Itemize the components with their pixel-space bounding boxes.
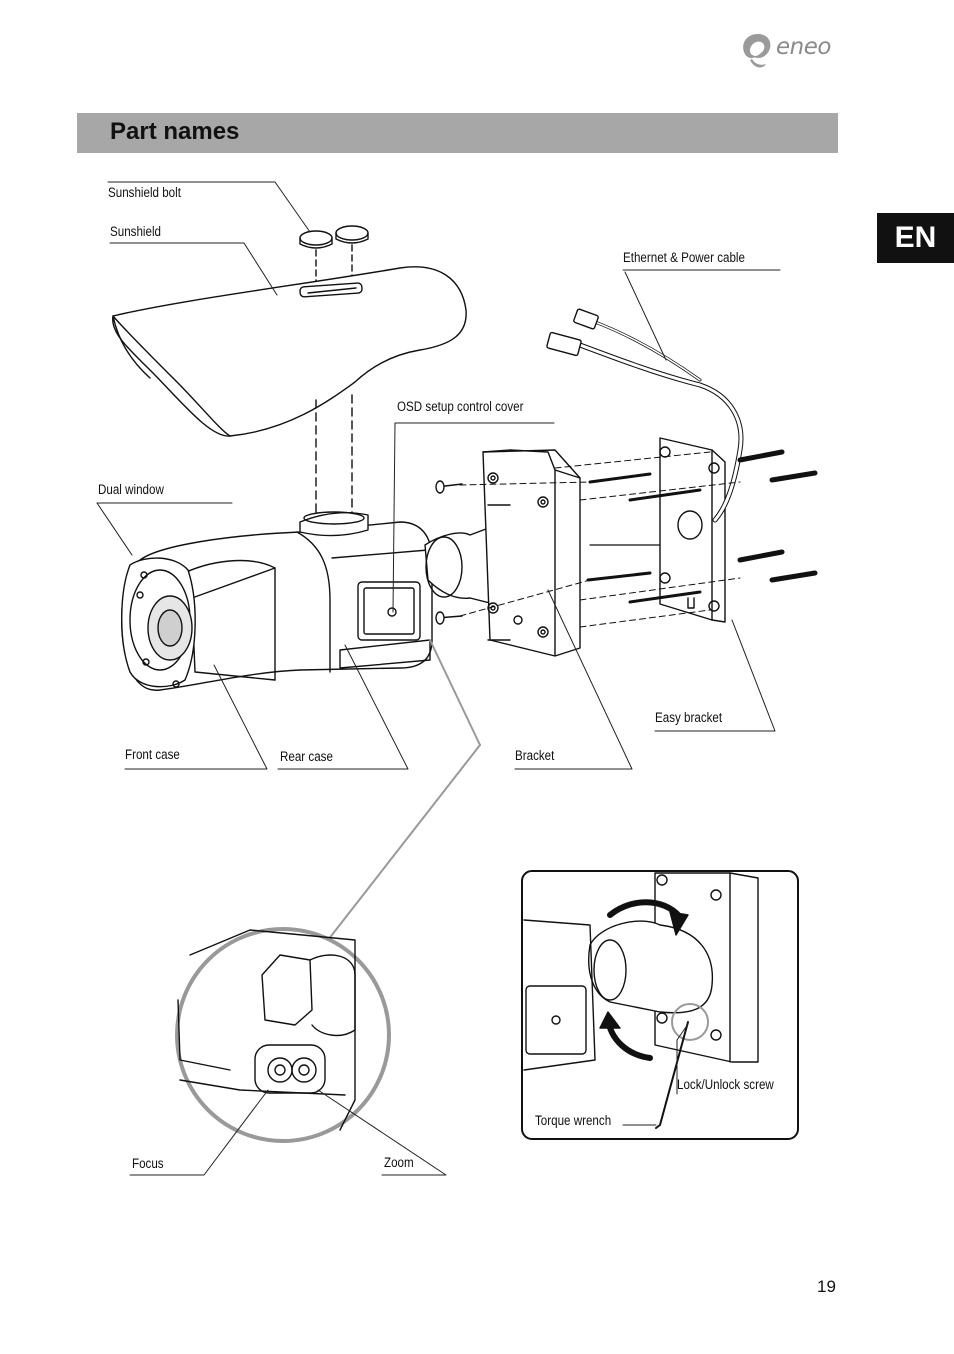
- label-easy-bracket: Easy bracket: [655, 710, 723, 725]
- page-title: Part names: [110, 118, 240, 145]
- sunshield-bolts: [299, 225, 369, 291]
- screws: [435, 449, 818, 641]
- label-sunshield: Sunshield: [110, 224, 161, 239]
- language-tab: EN: [877, 213, 954, 263]
- sunshield: [112, 266, 467, 437]
- label-sunshield-bolt: Sunshield bolt: [108, 185, 181, 200]
- label-front-case: Front case: [125, 747, 180, 762]
- label-bracket: Bracket: [515, 748, 555, 763]
- label-zoom: Zoom: [384, 1155, 414, 1170]
- focus-zoom-detail: [177, 929, 356, 1131]
- bracket: [482, 449, 581, 657]
- label-osd-cover: OSD setup control cover: [397, 399, 524, 414]
- section-header: Part names: [77, 113, 838, 153]
- label-dual-window: Dual window: [98, 482, 164, 497]
- label-focus: Focus: [132, 1156, 164, 1171]
- inset-detail: [523, 872, 759, 1129]
- camera-body: [121, 511, 546, 691]
- label-torque-wrench: Torque wrench: [535, 1113, 612, 1128]
- eneo-logo-icon: [743, 34, 771, 68]
- page-number: 19: [817, 1277, 836, 1296]
- label-ethernet-power-cable: Ethernet & Power cable: [623, 250, 745, 265]
- brand-name: eneo: [776, 34, 831, 60]
- cable: [546, 308, 744, 546]
- label-rear-case: Rear case: [280, 749, 333, 764]
- easy-bracket: [659, 437, 726, 623]
- label-lock-unlock-screw: Lock/Unlock screw: [677, 1077, 774, 1092]
